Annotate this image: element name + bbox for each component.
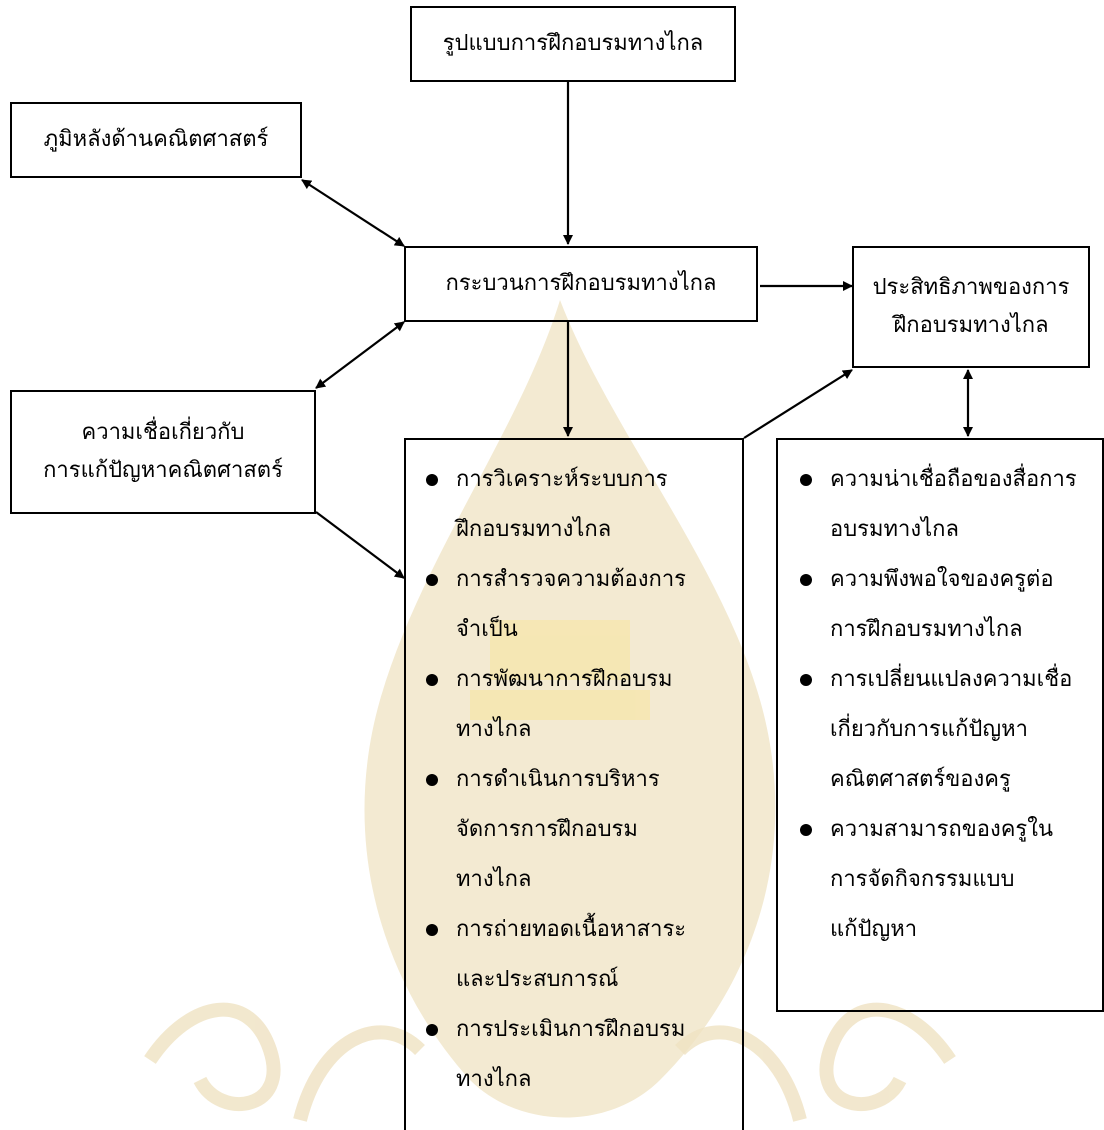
list-item-line: แก้ปัญหา: [830, 917, 918, 942]
list-item: ความน่าเชื่อถือของสื่อการ อบรมทางไกล: [800, 455, 1102, 555]
list-item-line: การวิเคราะห์ระบบการ: [456, 467, 668, 492]
arrow-background-process: [301, 179, 405, 247]
effectiveness-indicators-list: ความน่าเชื่อถือของสื่อการ อบรมทางไกล ควา…: [800, 455, 1102, 955]
box-text-line-1: ความเชื่อเกี่ยวกับ: [81, 419, 245, 445]
list-item-line: ทางไกล: [456, 1067, 532, 1092]
list-item-line: ฝึกอบรมทางไกล: [456, 517, 612, 542]
list-item-line: ทางไกล: [456, 867, 532, 892]
list-item: การพัฒนาการฝึกอบรม ทางไกล: [426, 655, 742, 755]
box-text: ภูมิหลังด้านคณิตศาสตร์: [43, 126, 269, 152]
box-text: กระบวนการฝึกอบรมทางไกล: [445, 270, 717, 296]
box-text-line-1: ประสิทธิภาพของการ: [872, 274, 1070, 300]
box-training-effectiveness: ประสิทธิภาพของการ ฝึกอบรมทางไกล: [852, 246, 1090, 368]
list-item-line: การประเมินการฝึกอบรม: [456, 1017, 686, 1042]
box-math-background: ภูมิหลังด้านคณิตศาสตร์: [10, 102, 302, 178]
list-item-line: การดำเนินการบริหาร: [456, 767, 660, 792]
box-text-line-2: ฝึกอบรมทางไกล: [893, 313, 1049, 338]
box-beliefs-problem-solving: ความเชื่อเกี่ยวกับ การแก้ปัญหาคณิตศาสตร์: [10, 390, 316, 514]
list-item-line: ทางไกล: [456, 717, 532, 742]
list-item: การเปลี่ยนแปลงความเชื่อ เกี่ยวกับการแก้ป…: [800, 655, 1102, 805]
box-effectiveness-indicators: ความน่าเชื่อถือของสื่อการ อบรมทางไกล ควา…: [776, 438, 1104, 1012]
list-item-line: จัดการการฝึกอบรม: [456, 817, 638, 842]
box-process-steps: การวิเคราะห์ระบบการ ฝึกอบรมทางไกล การสำร…: [404, 438, 744, 1130]
list-item-line: อบรมทางไกล: [830, 517, 959, 542]
list-item-line: การจัดกิจกรรมแบบ: [830, 867, 1015, 892]
arrow-steps-to-effectiveness: [743, 369, 853, 439]
list-item-line: ความสามารถของครูใน: [830, 817, 1054, 842]
list-item-line: การฝึกอบรมทางไกล: [830, 617, 1023, 642]
list-item-line: จำเป็น: [456, 617, 518, 642]
list-item: การถ่ายทอดเนื้อหาสาระ และประสบการณ์: [426, 905, 742, 1005]
list-item-line: การเปลี่ยนแปลงความเชื่อ: [830, 667, 1073, 692]
process-steps-list: การวิเคราะห์ระบบการ ฝึกอบรมทางไกล การสำร…: [426, 455, 742, 1105]
list-item-line: ความน่าเชื่อถือของสื่อการ: [830, 467, 1077, 492]
list-item-line: คณิตศาสตร์ของครู: [830, 767, 1011, 792]
box-text-line-2: การแก้ปัญหาคณิตศาสตร์: [43, 458, 283, 483]
list-item-line: การพัฒนาการฝึกอบรม: [456, 667, 673, 692]
list-item: การประเมินการฝึกอบรม ทางไกล: [426, 1005, 742, 1105]
list-item-line: การสำรวจความต้องการ: [456, 567, 686, 592]
list-item-line: เกี่ยวกับการแก้ปัญหา: [830, 717, 1028, 742]
list-item-line: ความพึงพอใจของครูต่อ: [830, 567, 1054, 592]
list-item: การสำรวจความต้องการ จำเป็น: [426, 555, 742, 655]
list-item: การดำเนินการบริหาร จัดการการฝึกอบรม ทางไ…: [426, 755, 742, 905]
arrow-beliefs-process: [315, 321, 405, 389]
list-item: ความพึงพอใจของครูต่อ การฝึกอบรมทางไกล: [800, 555, 1102, 655]
arrow-beliefs-to-steps: [315, 511, 405, 579]
box-distance-training-model: รูปแบบการฝึกอบรมทางไกล: [410, 6, 736, 82]
list-item: การวิเคราะห์ระบบการ ฝึกอบรมทางไกล: [426, 455, 742, 555]
list-item-line: และประสบการณ์: [456, 967, 619, 992]
list-item: ความสามารถของครูใน การจัดกิจกรรมแบบ แก้ป…: [800, 805, 1102, 955]
box-training-process: กระบวนการฝึกอบรมทางไกล: [404, 246, 758, 322]
list-item-line: การถ่ายทอดเนื้อหาสาระ: [456, 917, 687, 942]
box-text: รูปแบบการฝึกอบรมทางไกล: [442, 30, 704, 56]
